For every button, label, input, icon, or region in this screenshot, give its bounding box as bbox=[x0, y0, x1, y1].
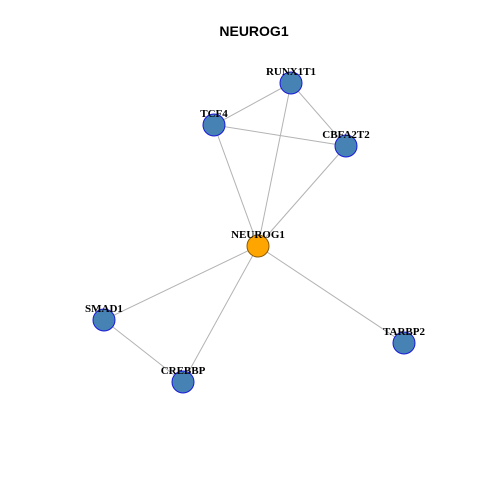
edge-neurog1-tarbp2 bbox=[257, 245, 405, 344]
edge-neurog1-crebbp bbox=[182, 245, 259, 383]
diagram-title: NEUROG1 bbox=[219, 23, 288, 39]
edges-layer bbox=[103, 82, 405, 383]
edge-neurog1-smad1 bbox=[103, 245, 259, 321]
edge-cbfa2t2-neurog1 bbox=[257, 145, 347, 247]
node-label-runx1t1: RUNX1T1 bbox=[266, 66, 316, 78]
node-runx1t1[interactable] bbox=[279, 71, 303, 95]
edge-runx1t1-neurog1 bbox=[257, 82, 292, 247]
labels-layer: RUNX1T1TCF4CBFA2T2NEUROG1SMAD1TARBP2CREB… bbox=[85, 66, 425, 377]
edge-runx1t1-cbfa2t2 bbox=[290, 82, 347, 147]
edge-smad1-crebbp bbox=[103, 319, 184, 383]
node-smad1[interactable] bbox=[92, 308, 116, 332]
node-label-tcf4: TCF4 bbox=[200, 108, 228, 120]
node-label-cbfa2t2: CBFA2T2 bbox=[322, 129, 370, 141]
node-neurog1[interactable] bbox=[246, 234, 270, 258]
node-cbfa2t2[interactable] bbox=[334, 134, 358, 158]
node-label-smad1: SMAD1 bbox=[85, 303, 123, 315]
node-crebbp[interactable] bbox=[171, 370, 195, 394]
edge-tcf4-cbfa2t2 bbox=[213, 124, 347, 147]
node-label-tarbp2: TARBP2 bbox=[383, 326, 425, 338]
nodes-layer bbox=[92, 71, 416, 394]
edge-runx1t1-tcf4 bbox=[213, 82, 292, 126]
node-label-crebbp: CREBBP bbox=[161, 365, 206, 377]
edge-tcf4-neurog1 bbox=[213, 124, 259, 247]
node-tarbp2[interactable] bbox=[392, 331, 416, 355]
node-label-neurog1: NEUROG1 bbox=[231, 229, 285, 241]
node-tcf4[interactable] bbox=[202, 113, 226, 137]
